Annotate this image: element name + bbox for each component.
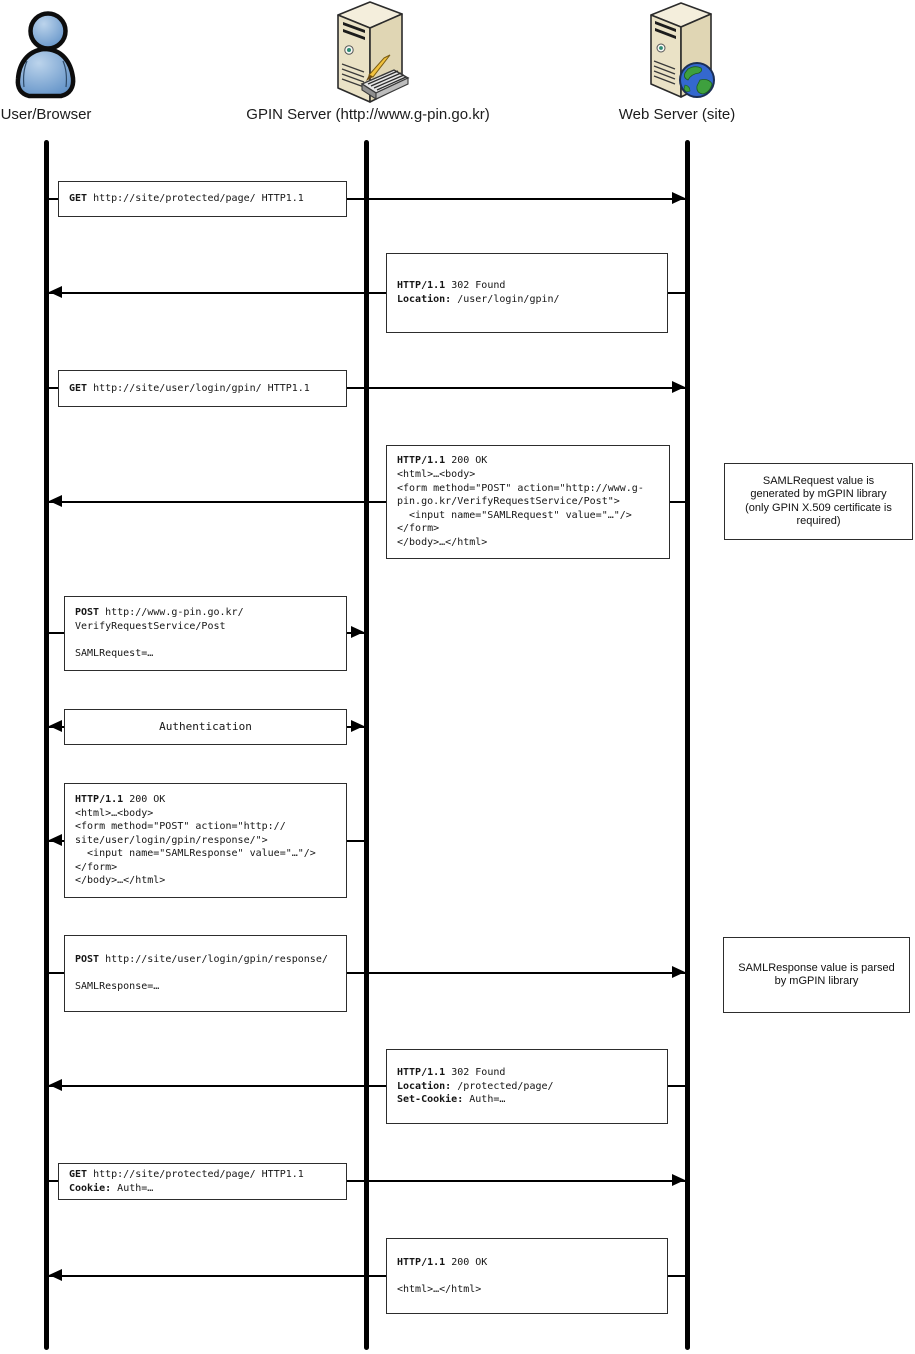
message-line: </form> (397, 523, 440, 535)
message-box-response-200-samlresponse-form: HTTP/1.1 200 OK <html>…<body> <form method… (64, 783, 347, 898)
message-line: HTTP/1.1 302 Found (397, 280, 506, 292)
message-line: <input name="SAMLRequest" value="…"/> (397, 509, 632, 521)
message-line: <input name="SAMLResponse" value="…"/> (75, 848, 316, 860)
message-line: <html>…<body> (397, 469, 476, 481)
message-line: <html>…<body> (75, 807, 154, 819)
message-line: </body>…</html> (397, 536, 488, 548)
lifeline-web (684, 140, 690, 1350)
message-line: POST http://site/user/login/gpin/respons… (75, 954, 328, 966)
arrowhead-right-get-gpin-login-request (672, 381, 685, 393)
message-box-get-protected-page-request: GET http://site/protected/page/ HTTP1.1 (58, 181, 347, 217)
arrowhead-left-response-200-html (49, 1269, 62, 1281)
arrowhead-right-get-protected-page-request (672, 192, 685, 204)
arrowhead-right-post-saml-response (672, 966, 685, 978)
arrowhead-left-redirect-302-to-gpin-login (49, 286, 62, 298)
message-box-authentication: Authentication (64, 709, 347, 745)
arrowhead-left-response-200-samlresponse-form (49, 834, 62, 846)
message-box-post-saml-response: POST http://site/user/login/gpin/respons… (64, 935, 347, 1012)
message-line: HTTP/1.1 200 OK (397, 1256, 488, 1268)
server-keyboard-icon (332, 0, 412, 111)
message-line: Location: /user/login/gpin/ (397, 294, 560, 305)
message-line: SAMLResponse=… (75, 981, 160, 993)
message-line: site/user/login/gpin/response/"> (75, 834, 268, 846)
message-line: POST http://www.g-pin.go.kr/ (75, 607, 244, 619)
message-line: pin.go.kr/VerifyRequestService/Post"> (397, 496, 620, 508)
message-line: </body>…</html> (75, 875, 166, 887)
message-line: HTTP/1.1 302 Found (397, 1067, 506, 1079)
message-box-get-gpin-login-request: GET http://site/user/login/gpin/ HTTP1.1 (58, 370, 347, 407)
message-line: Location: /protected/page/ (397, 1080, 554, 1092)
message-line: GET http://site/protected/page/ HTTP1.1 (69, 193, 304, 205)
person-icon (14, 8, 78, 105)
note-samlresponse-parsed: SAMLResponse value is parsed by mGPIN li… (723, 937, 910, 1013)
message-line (75, 967, 336, 981)
message-line: </form> (75, 861, 118, 873)
message-line: GET http://site/user/login/gpin/ HTTP1.1 (69, 382, 310, 394)
arrowhead-left-redirect-302-set-cookie (49, 1079, 62, 1091)
message-line (75, 634, 336, 648)
arrowhead-left-authentication (49, 720, 62, 732)
message-line: HTTP/1.1 200 OK (397, 455, 488, 467)
message-line: GET http://site/protected/page/ HTTP1.1 (69, 1168, 304, 1180)
arrowhead-right-get-protected-page-with-cookie (672, 1174, 685, 1186)
message-line: VerifyRequestService/Post (75, 620, 226, 632)
lifeline-user (43, 140, 49, 1350)
arrowhead-left-response-200-samlrequest-form (49, 495, 62, 507)
message-box-response-200-html: HTTP/1.1 200 OK <html>…</html> (386, 1238, 668, 1314)
message-line: <form method="POST" action="http:// (75, 821, 286, 833)
actor-label-user: User/Browser (0, 106, 92, 123)
server-globe-icon (645, 1, 721, 106)
message-line: Set-Cookie: Auth=… (397, 1094, 506, 1106)
message-box-post-verify-request-service: POST http://www.g-pin.go.kr/VerifyReques… (64, 596, 347, 671)
message-line: Cookie: Auth=… (69, 1182, 154, 1194)
message-line: Authentication (159, 720, 252, 734)
message-line: <form method="POST" action="http://www.g… (397, 482, 644, 494)
message-line: HTTP/1.1 200 OK (75, 793, 166, 805)
actor-label-web: Web Server (site) (618, 106, 736, 123)
arrowhead-right-authentication (351, 720, 364, 732)
note-samlrequest-generated: SAMLRequest value is generated by mGPIN … (724, 463, 913, 540)
message-line: SAMLRequest=… (75, 648, 154, 660)
message-box-response-200-samlrequest-form: HTTP/1.1 200 OK <html>…<body><form method… (386, 445, 670, 559)
message-line: <html>…</html> (397, 1283, 482, 1295)
actor-label-gpin: GPIN Server (http://www.g-pin.go.kr) (246, 106, 490, 123)
arrowhead-right-post-verify-request-service (351, 626, 364, 638)
lifeline-gpin (363, 140, 369, 1350)
message-line (397, 1269, 657, 1283)
